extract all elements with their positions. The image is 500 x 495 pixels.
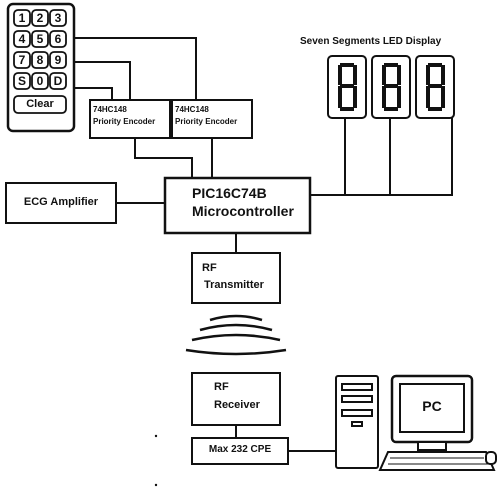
encoder-left-box	[89, 99, 171, 139]
transmitter-name: Transmitter	[204, 279, 264, 291]
receiver-name: Receiver	[214, 399, 260, 411]
mcu-part: PIC16C74B	[192, 185, 267, 201]
max232-label: Max 232 CPE	[208, 444, 272, 455]
keypad-keys	[13, 9, 67, 114]
led-segments	[338, 63, 445, 111]
mcu-box	[163, 176, 312, 235]
transmitter-rf: RF	[202, 262, 217, 274]
wire-mcu-display-3	[310, 118, 453, 196]
encoder-left-part: 74HC148	[93, 105, 127, 114]
key-d: D	[53, 74, 63, 88]
stray-dot	[154, 483, 158, 487]
key-0: 0	[36, 74, 44, 88]
key-4: 4	[18, 32, 26, 46]
rf-wave-icon	[185, 314, 287, 356]
wire-keypad-right-encoder	[74, 37, 197, 100]
wire-left-encoder-mcu	[134, 138, 193, 178]
key-s: S	[17, 74, 26, 88]
ecg-box	[5, 182, 117, 224]
encoder-right-name: Priority Encoder	[175, 117, 238, 126]
key-clear: Clear	[26, 98, 54, 110]
wire-keypad-left-encoder	[74, 61, 131, 100]
stray-dot	[154, 434, 158, 438]
transmitter-box	[191, 252, 281, 304]
key-9: 9	[54, 53, 62, 67]
key-1: 1	[18, 11, 26, 25]
receiver-box	[191, 372, 281, 426]
encoder-left-name: Priority Encoder	[93, 117, 156, 126]
pc-label: PC	[422, 398, 442, 414]
pc-icon	[335, 374, 497, 471]
mcu-name: Microcontroller	[192, 203, 294, 219]
encoder-right-part: 74HC148	[175, 105, 209, 114]
key-6: 6	[54, 32, 62, 46]
key-7: 7	[18, 53, 26, 67]
key-3: 3	[54, 11, 62, 25]
ecg-label: ECG Amplifier	[23, 196, 99, 208]
max232-box	[191, 437, 289, 465]
wire-keypad-left-encoder-2	[74, 87, 113, 100]
display-title: Seven Segments LED Display	[300, 36, 442, 47]
receiver-rf: RF	[214, 381, 229, 393]
key-2: 2	[36, 11, 44, 25]
key-5: 5	[36, 32, 44, 46]
key-8: 8	[36, 53, 44, 67]
